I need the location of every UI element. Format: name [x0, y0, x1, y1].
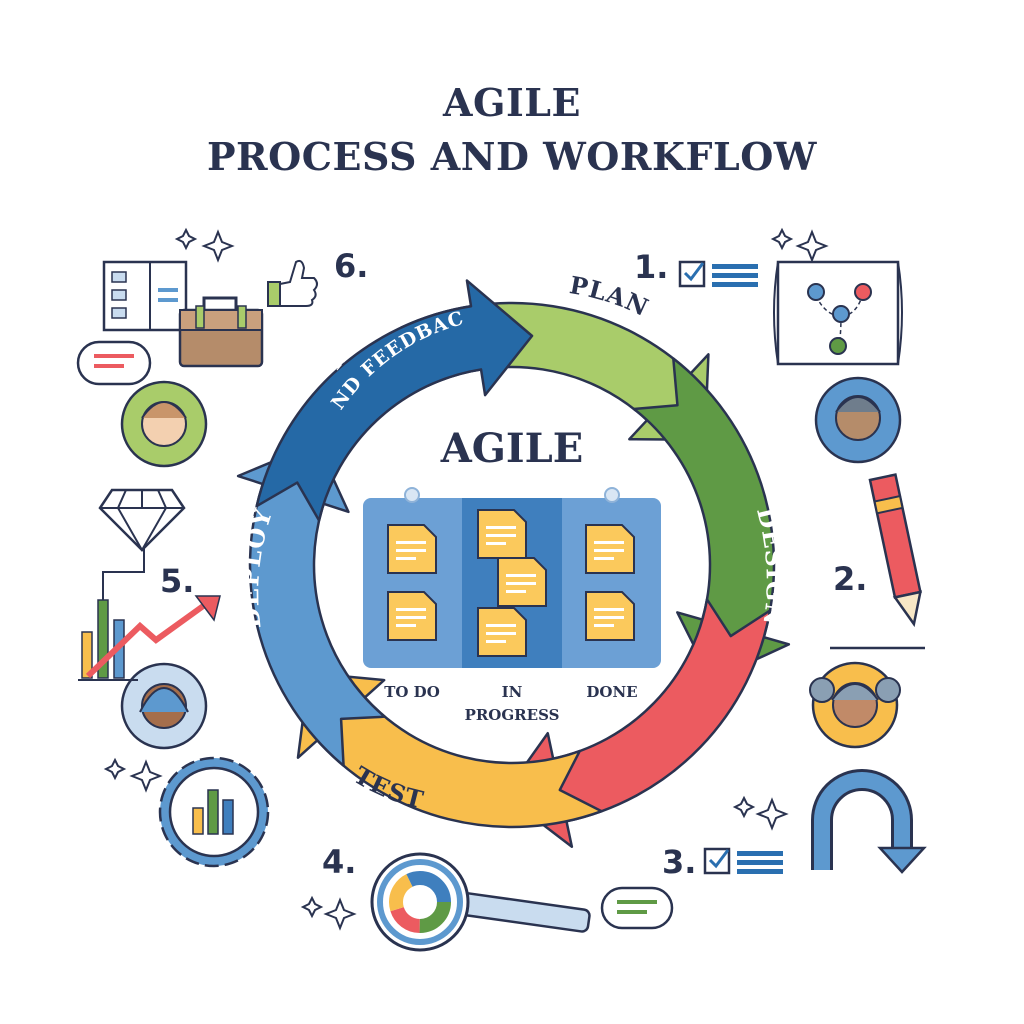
- title-line-1: AGILE: [443, 80, 581, 125]
- briefcase-icon: [178, 296, 264, 368]
- column-label-done: DONE: [586, 683, 637, 701]
- avatar: [809, 661, 901, 749]
- column-label-in-progress-line1: IN: [502, 683, 523, 701]
- stage-number-2: 2.: [833, 560, 867, 598]
- pin-icon: [604, 487, 620, 503]
- kanban-board: [363, 487, 661, 668]
- cycle-arrows: [236, 279, 791, 848]
- sticky-note: [497, 557, 547, 607]
- pencil-icon: [868, 473, 922, 628]
- chat-bubble-icon: [76, 340, 152, 386]
- avatar: [120, 380, 208, 468]
- document-icon: [102, 260, 188, 332]
- sparkle-icon: [103, 227, 829, 931]
- arrow-review-and-feedback: [255, 279, 534, 522]
- growth-chart-icon: [78, 548, 221, 681]
- u-turn-arrow-icon: [811, 769, 927, 874]
- sticky-note: [585, 524, 635, 574]
- gear-chart-icon: [158, 756, 270, 868]
- avatar: [814, 376, 902, 464]
- title-line-2: PROCESS AND WORKFLOW: [206, 134, 817, 179]
- magnifier-chart-icon: [370, 852, 591, 952]
- diamond-icon: [98, 488, 186, 553]
- sticky-note: [477, 607, 527, 657]
- pin-icon: [404, 487, 420, 503]
- stage-number-4: 4.: [322, 843, 356, 881]
- checklist-icon: [678, 260, 758, 288]
- stage-number-5: 5.: [160, 562, 194, 600]
- map-icon: [773, 260, 903, 366]
- sticky-note: [477, 509, 527, 559]
- column-label-todo: TO DO: [384, 683, 440, 701]
- chat-bubble-icon: [600, 886, 674, 930]
- stage-number-1: 1.: [634, 248, 668, 286]
- thumbs-up-icon: [267, 259, 318, 307]
- sticky-note: [387, 591, 437, 641]
- sticky-notes: [387, 509, 635, 657]
- sticky-note: [387, 524, 437, 574]
- checklist-icon: [703, 847, 783, 875]
- center-title: AGILE: [440, 425, 584, 472]
- avatar: [120, 662, 208, 750]
- sticky-note: [585, 591, 635, 641]
- stage-number-3: 3.: [662, 843, 696, 881]
- column-label-in-progress-line2: PROGRESS: [465, 706, 560, 724]
- stage-number-6: 6.: [334, 247, 368, 285]
